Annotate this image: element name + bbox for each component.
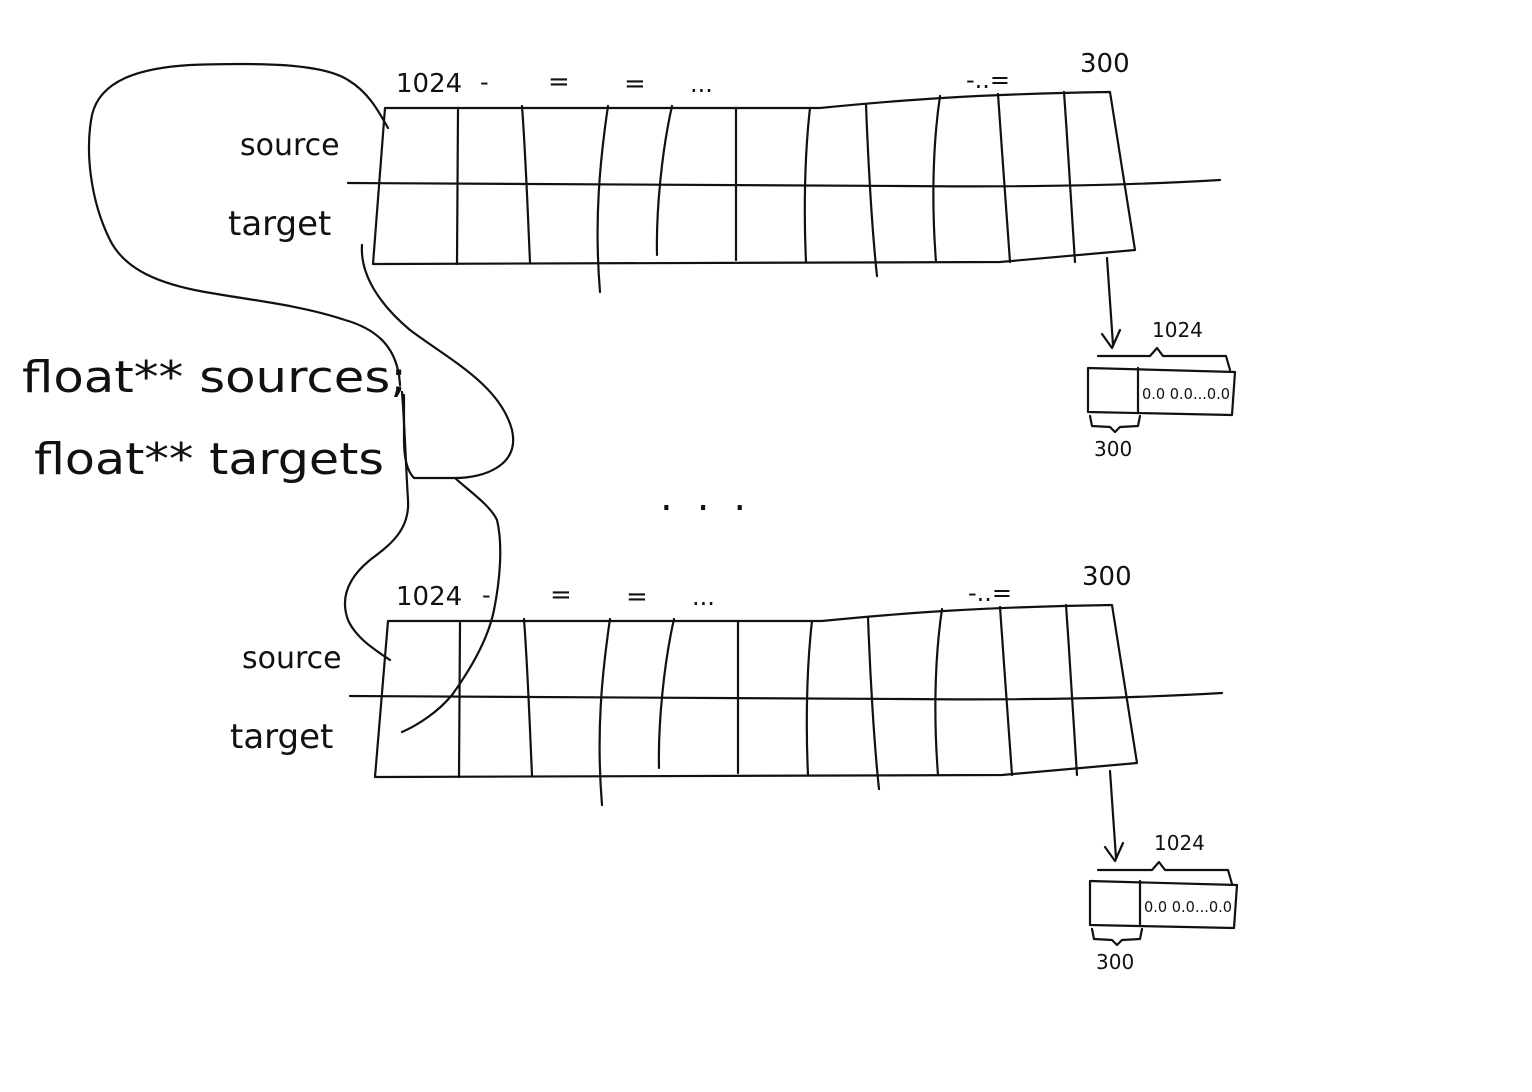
decl-sources: float** sources; — [22, 352, 407, 403]
block2-detail-brace-bottom — [1090, 927, 1144, 947]
block2-row-divider — [348, 691, 1224, 701]
block1-detail-box — [1086, 366, 1237, 417]
block1-count-last: 300 — [1080, 49, 1130, 79]
array-block-1: source target 1024 - = = ... -..= 300 — [228, 49, 1237, 461]
connector-sources-to-block1-source — [87, 62, 402, 387]
block2-mark-eq1: = — [550, 580, 572, 610]
block2-mark-eq2: = — [626, 582, 648, 612]
decl-targets: float** targets — [34, 434, 384, 485]
block2-detail-arrow — [1103, 769, 1125, 863]
block2-detail-box — [1088, 879, 1239, 930]
block2-mark-dots: ... — [692, 583, 715, 611]
block2-count-first: 1024 — [396, 582, 462, 612]
block2-row-detail: 1024 0.0 0.0...0.0 300 — [1088, 831, 1239, 974]
block2-detail-values: 0.0 0.0...0.0 — [1144, 898, 1232, 916]
block1-mark-dash: - — [480, 68, 489, 96]
block1-mark-tail: -..= — [966, 66, 1010, 94]
block2-detail-top-count: 1024 — [1154, 831, 1205, 855]
block1-row-detail: 1024 0.0 0.0...0.0 300 — [1086, 318, 1237, 461]
block1-source-label: source — [240, 128, 340, 163]
block2-mark-dash: - — [482, 581, 491, 609]
pointer-connectors — [87, 62, 515, 734]
blocks-ellipsis: ... — [660, 474, 770, 520]
block1-detail-brace-bottom — [1088, 414, 1142, 434]
block1-table-outline — [371, 90, 1137, 266]
block2-table-outline — [373, 603, 1139, 779]
declarations: float** sources; float** targets — [22, 352, 407, 485]
array-block-2: source target 1024 - = = ... -..= 300 10… — [230, 562, 1239, 974]
block1-count-first: 1024 — [396, 69, 462, 99]
block1-mark-eq1: = — [548, 67, 570, 97]
block2-detail-bottom-count: 300 — [1096, 950, 1134, 974]
block1-detail-top-count: 1024 — [1152, 318, 1203, 342]
block2-target-label: target — [230, 717, 333, 757]
block1-detail-values: 0.0 0.0...0.0 — [1142, 385, 1230, 403]
block2-detail-brace-top — [1096, 860, 1234, 886]
block2-source-label: source — [242, 641, 342, 676]
block2-count-last: 300 — [1082, 562, 1132, 592]
connector-sources-to-block2-source — [343, 390, 410, 662]
block1-target-label: target — [228, 204, 331, 244]
block1-mark-eq2: = — [624, 69, 646, 99]
block2-column-dividers — [457, 603, 1079, 807]
block1-row-divider — [346, 178, 1222, 188]
connector-targets-to-block2-target — [400, 476, 502, 734]
block1-detail-bottom-count: 300 — [1094, 437, 1132, 461]
block1-detail-brace-top — [1096, 346, 1232, 372]
block1-detail-arrow — [1100, 256, 1122, 350]
block1-mark-dots: ... — [690, 70, 713, 98]
block1-column-dividers — [455, 90, 1077, 294]
block2-mark-tail: -..= — [968, 579, 1012, 607]
connector-block1-target — [360, 243, 515, 480]
